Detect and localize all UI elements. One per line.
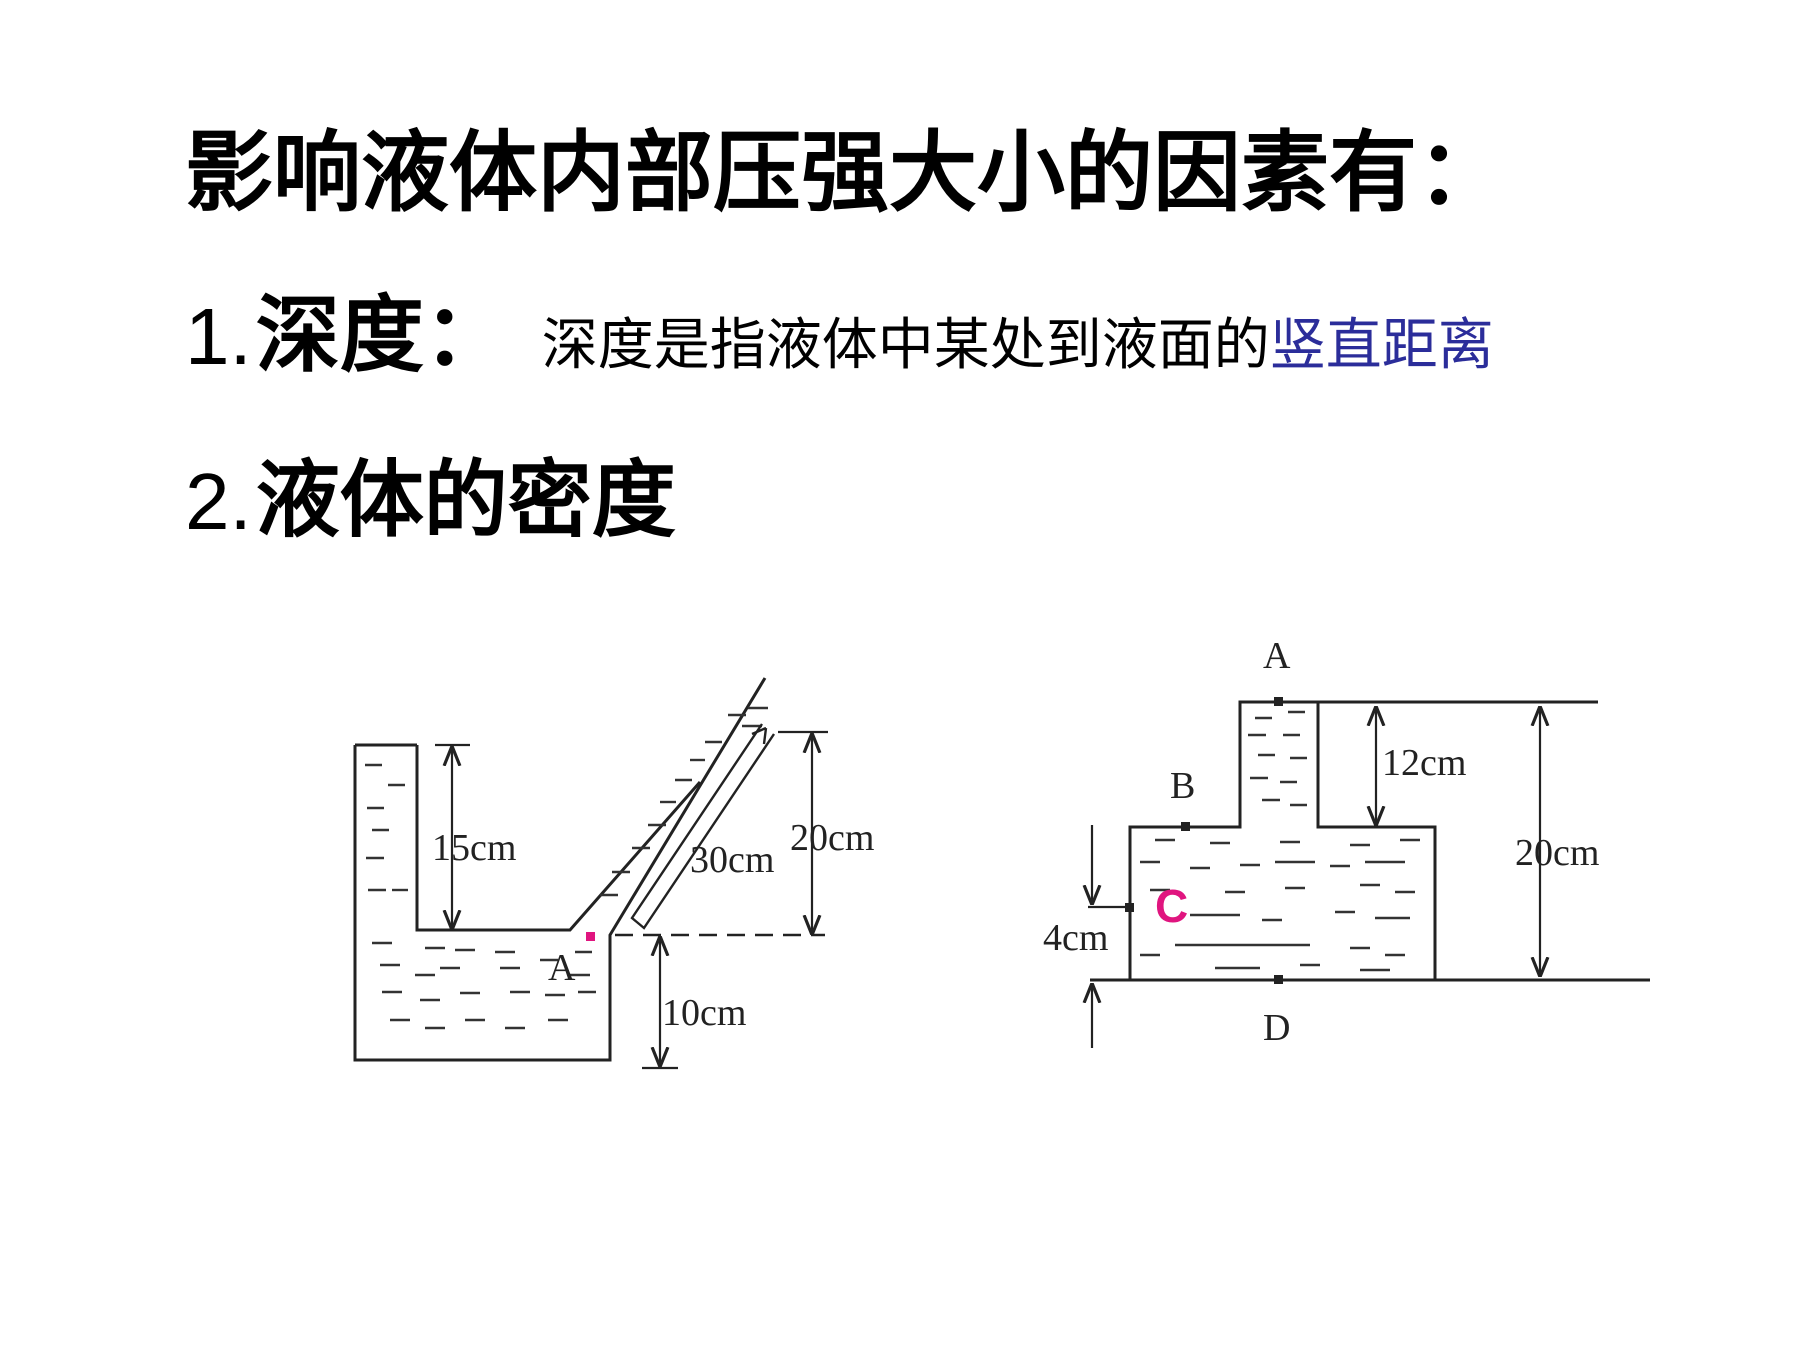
label-point-d: D: [1263, 1007, 1290, 1049]
definition-text: 深度是指液体中某处到液面的: [541, 313, 1270, 378]
point-term: 深度：: [255, 286, 508, 384]
liquid-hatching: [1140, 710, 1420, 972]
label-4cm: 4cm: [1043, 917, 1108, 959]
label-10cm: 10cm: [662, 992, 746, 1034]
label-point-a: A: [548, 947, 576, 989]
label-15cm: 15cm: [432, 827, 516, 869]
point-term: 液体的密度: [255, 451, 676, 549]
point-b-marker: [1181, 822, 1190, 831]
point-density: 2. 液体的密度: [185, 450, 676, 552]
left-vessel-figure: 15cm 30cm 20cm 10cm A: [353, 677, 874, 1070]
point-markers: [1125, 697, 1283, 984]
dimension-20cm: [778, 730, 828, 933]
right-vessel-figure: A B D C 12cm 20cm 4cm: [1043, 635, 1650, 1049]
point-a-marker: [586, 932, 595, 941]
liquid-hatching: [365, 706, 768, 1030]
label-30cm: 30cm: [690, 839, 774, 881]
dimension-15cm: [435, 743, 470, 928]
point-a-marker: [1274, 697, 1283, 706]
definition-highlight: 竖直距离: [1269, 313, 1494, 378]
label-point-c: C: [1155, 880, 1188, 932]
label-20cm: 20cm: [1515, 832, 1599, 874]
left-vessel-outline: [353, 677, 767, 1062]
label-20cm: 20cm: [790, 817, 874, 859]
label-12cm: 12cm: [1382, 742, 1466, 784]
point-number: 2.: [185, 457, 252, 546]
point-number: 1.: [185, 292, 252, 381]
dimension-30cm: [630, 723, 775, 930]
point-depth: 1. 深度： 深度是指液体中某处到液面的竖直距离: [185, 285, 1494, 396]
dimension-4cm: [1088, 825, 1130, 1048]
label-point-a: A: [1263, 635, 1291, 677]
point-d-marker: [1274, 975, 1283, 984]
depth-definition: 深度是指液体中某处到液面的竖直距离: [542, 313, 1494, 378]
label-point-b: B: [1170, 765, 1195, 807]
dimension-10cm: [642, 938, 678, 1070]
slide-title: 影响液体内部压强大小的因素有：: [185, 121, 1506, 224]
